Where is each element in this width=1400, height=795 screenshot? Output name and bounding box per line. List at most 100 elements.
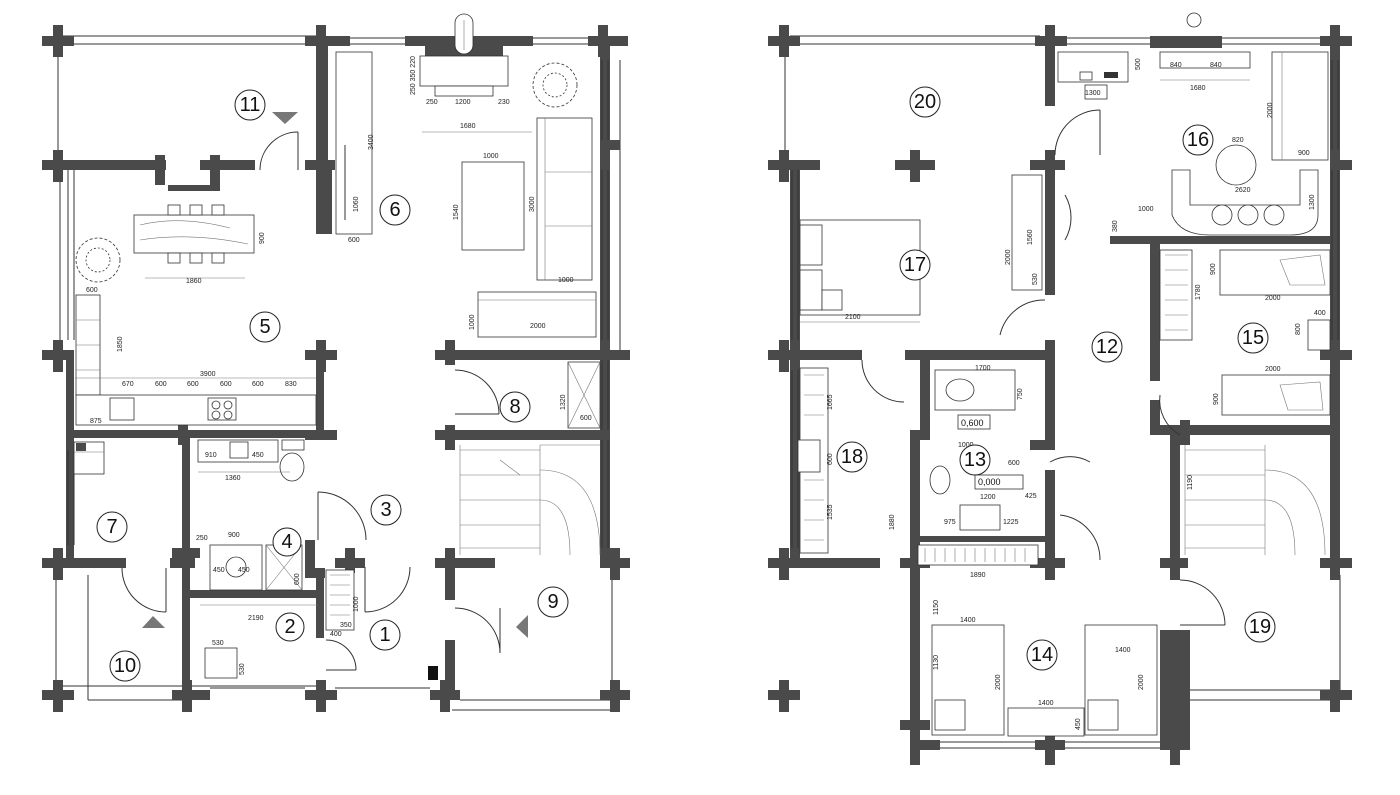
dim-750: 750 [1017, 388, 1024, 400]
dim-1060: 1060 [353, 196, 360, 212]
entry-hall: 350 1000 400 [325, 569, 438, 680]
dim-250: 250 [196, 535, 208, 542]
dim-600: 600 [155, 381, 167, 388]
bed-room-17: 2100 1560 2000 530 [799, 174, 1043, 323]
dim-840: 840 [1210, 62, 1222, 69]
dim-900: 900 [259, 232, 266, 244]
dim-875: 875 [90, 418, 102, 425]
room-label-9: 9 [537, 586, 569, 618]
dim-600: 600 [220, 381, 232, 388]
dim-800: 800 [1295, 323, 1302, 335]
svg-text:2: 2 [284, 616, 295, 638]
room-label-7: 7 [96, 511, 128, 543]
room-label-18: 18 [836, 441, 868, 473]
dim-1150: 1150 [933, 600, 940, 615]
dim-2000: 2000 [1265, 366, 1281, 373]
dim-3000: 3000 [529, 196, 536, 212]
beds-room-14: 1400 2000 1400 2000 1400 450 1130 1150 [931, 600, 1158, 737]
svg-text:18: 18 [841, 446, 863, 468]
room-label-11: 11 [234, 89, 266, 121]
dim-600: 600 [827, 453, 834, 465]
dim-450: 450 [1075, 718, 1082, 730]
dining-table: 1860 900 [133, 185, 266, 285]
dim-350: 350 [340, 622, 352, 629]
dim-840: 840 [1170, 62, 1182, 69]
dim-fireplace-width: 1200 [455, 99, 471, 106]
dim-1000: 1000 [958, 442, 974, 449]
room-label-14: 14 [1026, 639, 1058, 671]
floor-1-plan: 1200 250 230 250 350 220 1680 [42, 13, 630, 712]
room-label-15: 15 [1237, 322, 1269, 354]
svg-text:16: 16 [1187, 129, 1209, 151]
room-label-1: 1 [369, 619, 401, 651]
floor-1-doors [121, 131, 501, 671]
room-label-19: 19 [1244, 611, 1276, 643]
floor-2-doors [861, 109, 1226, 626]
room-label-10: 10 [109, 650, 141, 682]
kitchen-units: 3900 600 670 600 600 600 600 830 875 185… [75, 287, 317, 426]
dim-900: 900 [1213, 393, 1220, 405]
dim-1540: 1540 [453, 204, 460, 220]
dim-1225: 1225 [1003, 519, 1019, 526]
dim-600: 600 [294, 573, 301, 585]
bathroom-13: 1700 750 0,600 0,000 1000 600 1200 425 9… [917, 365, 1039, 579]
dim-900: 900 [1210, 263, 1217, 275]
dim-2000: 2000 [995, 674, 1002, 690]
dim-830: 830 [285, 381, 297, 388]
dim-450: 450 [252, 452, 264, 459]
dim-1665: 1665 [827, 394, 834, 410]
entry-arrow-icon [516, 615, 528, 638]
storage-room: 2190 530 530 [200, 604, 318, 679]
room-label-16: 16 [1182, 124, 1214, 156]
dim-1000: 1000 [558, 277, 574, 284]
dim-1000: 1000 [1138, 206, 1154, 213]
svg-text:17: 17 [904, 254, 926, 276]
dim-1000: 1000 [469, 314, 476, 330]
dim-530: 530 [212, 640, 224, 647]
svg-text:10: 10 [114, 655, 136, 677]
dim-fireplace-left: 250 [426, 99, 438, 106]
bathroom-fixtures: 910 450 1360 [197, 439, 305, 482]
dim-2000: 2000 [1265, 295, 1281, 302]
svg-text:5: 5 [259, 316, 270, 338]
dim-1300: 1300 [1085, 90, 1101, 97]
dim-2190: 2190 [248, 615, 264, 622]
plant-icon [75, 237, 121, 283]
svg-text:15: 15 [1242, 327, 1264, 349]
svg-text:4: 4 [281, 531, 292, 553]
dim-530: 530 [1032, 273, 1039, 285]
dim-1880: 1880 [889, 514, 896, 530]
dim-910: 910 [205, 452, 217, 459]
dim-1400: 1400 [960, 617, 976, 624]
dim-1190: 1190 [1187, 475, 1194, 490]
svg-text:20: 20 [914, 91, 936, 113]
dim-fireplace-right: 230 [498, 99, 510, 106]
dim-600: 600 [252, 381, 264, 388]
floor-2-plan: 1300 500 840 840 1680 2000 900 820 2620 … [768, 12, 1352, 765]
dim-400: 400 [1314, 310, 1326, 317]
svg-text:19: 19 [1249, 616, 1271, 638]
dim-1700: 1700 [975, 365, 991, 372]
living-room-furniture: 1680 1000 3400 1060 600 1540 3000 1000 1… [316, 51, 597, 338]
dim-1000: 1000 [353, 596, 360, 612]
dim-1320: 1320 [560, 394, 567, 410]
svg-text:12: 12 [1096, 336, 1118, 358]
room-label-13: 13 [959, 444, 991, 476]
dim-600: 600 [348, 237, 360, 244]
plant-icon [532, 62, 578, 108]
staircase [459, 444, 601, 556]
dim-1560: 1560 [1027, 229, 1034, 245]
room-label-20: 20 [909, 86, 941, 118]
svg-text:9: 9 [547, 591, 558, 613]
dim-2000: 2000 [530, 323, 546, 330]
room-label-4: 4 [272, 527, 302, 557]
room-label-2: 2 [275, 612, 305, 642]
dim-3400: 3400 [368, 134, 375, 150]
dim-500: 500 [1135, 58, 1142, 70]
dim-1890: 1890 [970, 572, 986, 579]
dim-1680: 1680 [460, 123, 476, 130]
dim-1780: 1780 [1195, 284, 1202, 300]
dim-1300: 1300 [1309, 194, 1316, 210]
shower-room: 900 250 450 450 600 [196, 532, 303, 591]
